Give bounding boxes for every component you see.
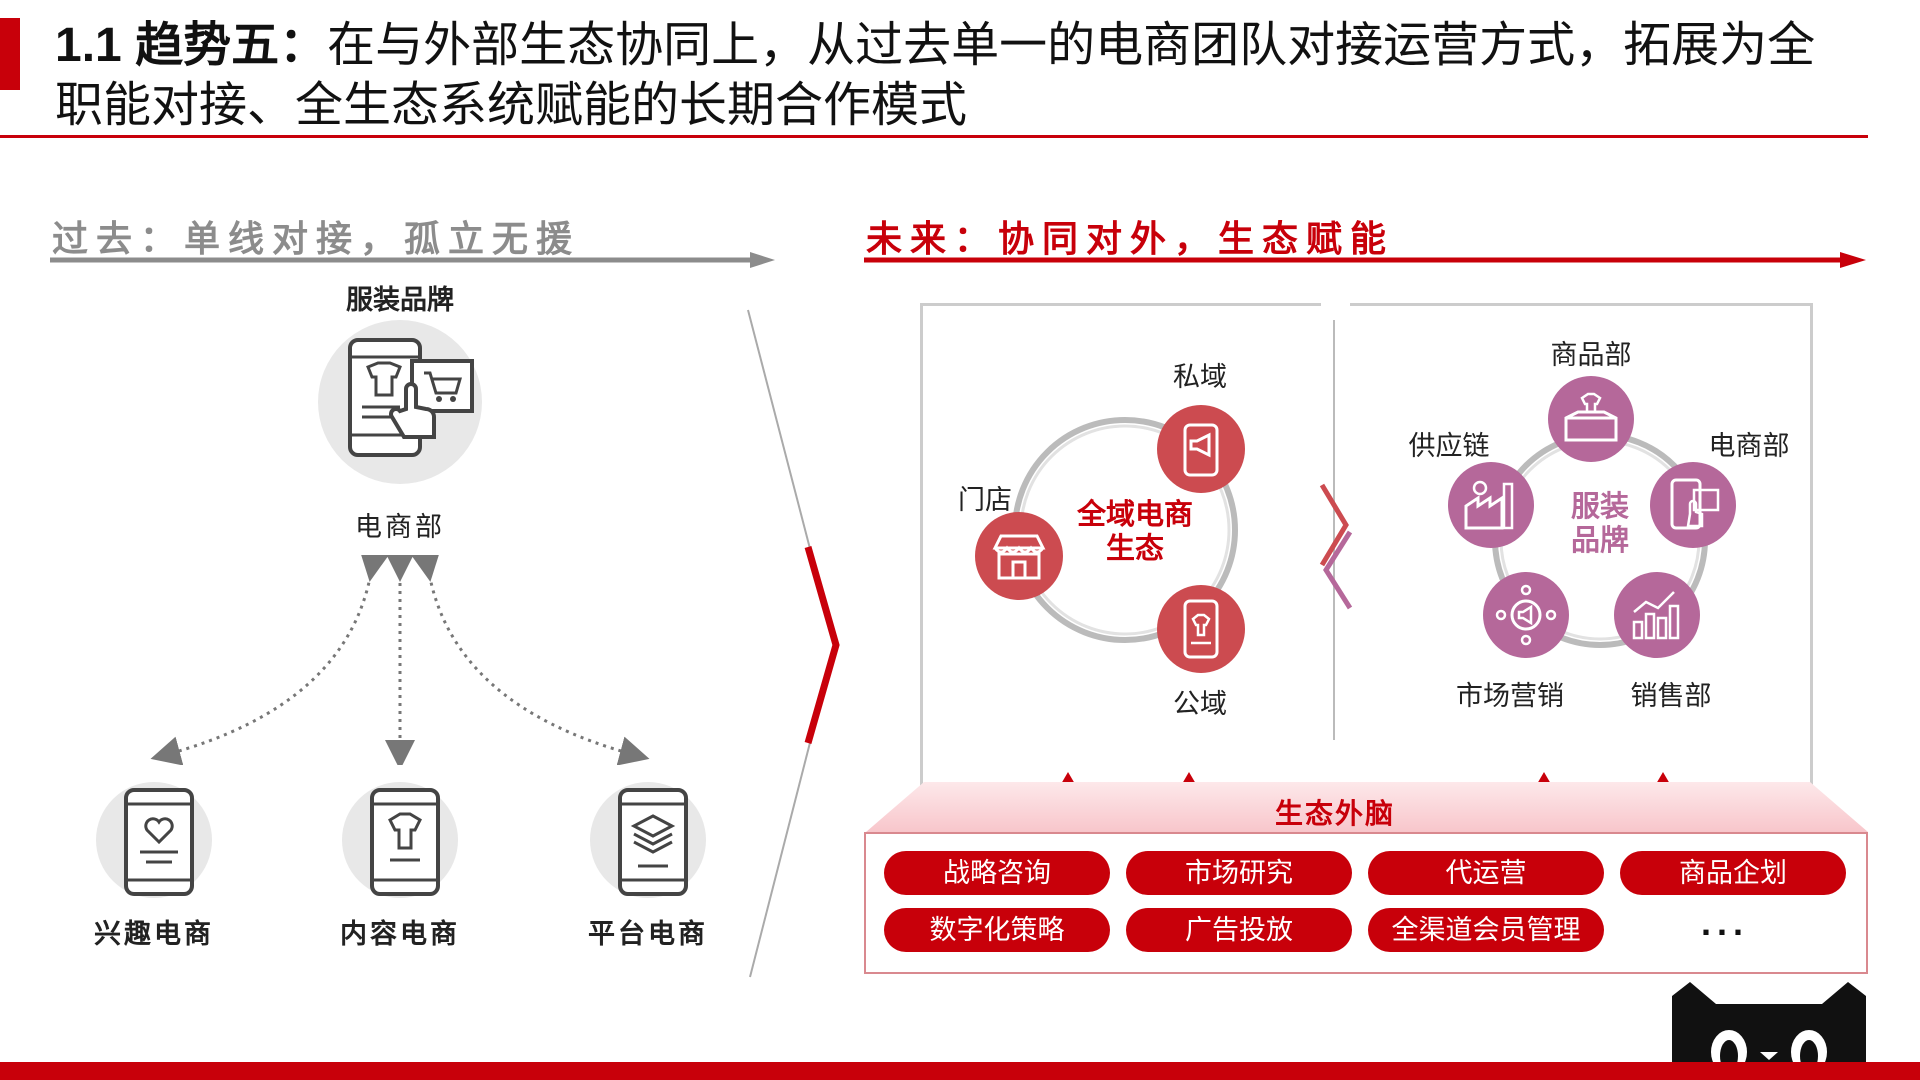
future-arrow — [864, 252, 1866, 268]
ecosystem-center-line-2: 生态 — [1105, 533, 1164, 565]
past-arrow — [50, 252, 775, 268]
service-market-research: 市场研究 — [1126, 851, 1352, 895]
supply-chain-circle — [1448, 462, 1534, 548]
service-ad-placement: 广告投放 — [1126, 908, 1352, 952]
sales-dept-label: 销售部 — [1630, 681, 1712, 711]
brain-label: 生态外脑 — [1274, 798, 1395, 829]
title-underline — [0, 135, 1868, 138]
public-domain-circle — [1157, 585, 1245, 673]
ecosystem-center-line-1: 全域电商 — [1076, 499, 1193, 531]
channel-label-3: 平台电商 — [588, 919, 708, 949]
store-label: 门店 — [958, 485, 1012, 515]
service-omnichannel-membership: 全渠道会员管理 — [1368, 908, 1604, 952]
title-line-1: 在与外部生态协同上，从过去单一的电商团队对接运营方式，拓展为全 — [327, 19, 1816, 72]
title-line-2: 职能对接、全生态系统赋能的长期合作模式 — [55, 79, 968, 132]
phone-cart-icon — [348, 338, 474, 457]
ecosystem-center: 全域电商 生态 — [1040, 498, 1230, 566]
shirt-phone-icon — [1183, 599, 1219, 659]
ecommerce-dept-label-right: 电商部 — [1708, 431, 1790, 461]
section-chevron-divider — [747, 309, 840, 978]
supply-chain-label: 供应链 — [1408, 431, 1490, 461]
megaphone-phone-icon — [1183, 423, 1219, 477]
product-dept-label: 商品部 — [1550, 340, 1632, 370]
private-domain-circle — [1157, 405, 1245, 493]
brand-center-line-1: 服装 — [1570, 491, 1629, 523]
public-domain-label: 公域 — [1173, 689, 1227, 719]
marketing-label: 市场营销 — [1456, 681, 1564, 711]
private-domain-label: 私域 — [1173, 362, 1227, 392]
service-strategy-consulting: 战略咨询 — [884, 851, 1110, 895]
phone-cart-icon — [1670, 478, 1720, 530]
ecommerce-dept-label: 电商部 — [355, 512, 445, 542]
shirt-box-icon — [1564, 392, 1618, 442]
marketing-circle — [1483, 572, 1569, 658]
service-product-planning: 商品企划 — [1620, 851, 1846, 895]
sales-dept-circle — [1614, 572, 1700, 658]
brand-center-line-2: 品牌 — [1570, 525, 1629, 557]
factory-icon — [1464, 480, 1514, 530]
shirt-phone-icon — [370, 788, 440, 896]
heart-phone-icon — [124, 788, 194, 896]
layers-phone-icon — [618, 788, 688, 896]
service-more: ... — [1700, 902, 1749, 943]
product-dept-circle — [1548, 376, 1634, 462]
page-title: 1.1 趋势五：在与外部生态协同上，从过去单一的电商团队对接运营方式，拓展为全 … — [55, 16, 1855, 136]
store-circle — [975, 512, 1063, 600]
channel-label-2: 内容电商 — [340, 919, 460, 949]
title-accent-bar — [0, 18, 20, 90]
service-digital-strategy: 数字化策略 — [884, 908, 1110, 952]
ecommerce-dept-circle — [1650, 462, 1736, 548]
dotted-connections — [150, 555, 650, 765]
megaphone-network-icon — [1495, 584, 1557, 646]
service-outsourced-operation: 代运营 — [1368, 851, 1604, 895]
cat-mascot-icon — [1672, 982, 1866, 1062]
channel-label-1: 兴趣电商 — [94, 919, 214, 949]
brand-panel — [1350, 303, 1813, 806]
panel-separator — [1333, 320, 1335, 740]
past-heading: 过去：单线对接，孤立无援 — [52, 218, 581, 259]
double-chevron-icon — [1319, 483, 1353, 610]
title-prefix: 1.1 趋势五： — [55, 19, 328, 72]
brand-center: 服装 品牌 — [1540, 490, 1660, 558]
bar-chart-icon — [1632, 591, 1680, 640]
footer-bar — [0, 1062, 1920, 1080]
brand-label: 服装品牌 — [346, 285, 454, 315]
brain-trapezoid — [866, 782, 1868, 832]
future-heading: 未来：协同对外，生态赋能 — [866, 218, 1395, 259]
ecosystem-panel — [920, 303, 1321, 806]
store-icon — [992, 534, 1046, 580]
